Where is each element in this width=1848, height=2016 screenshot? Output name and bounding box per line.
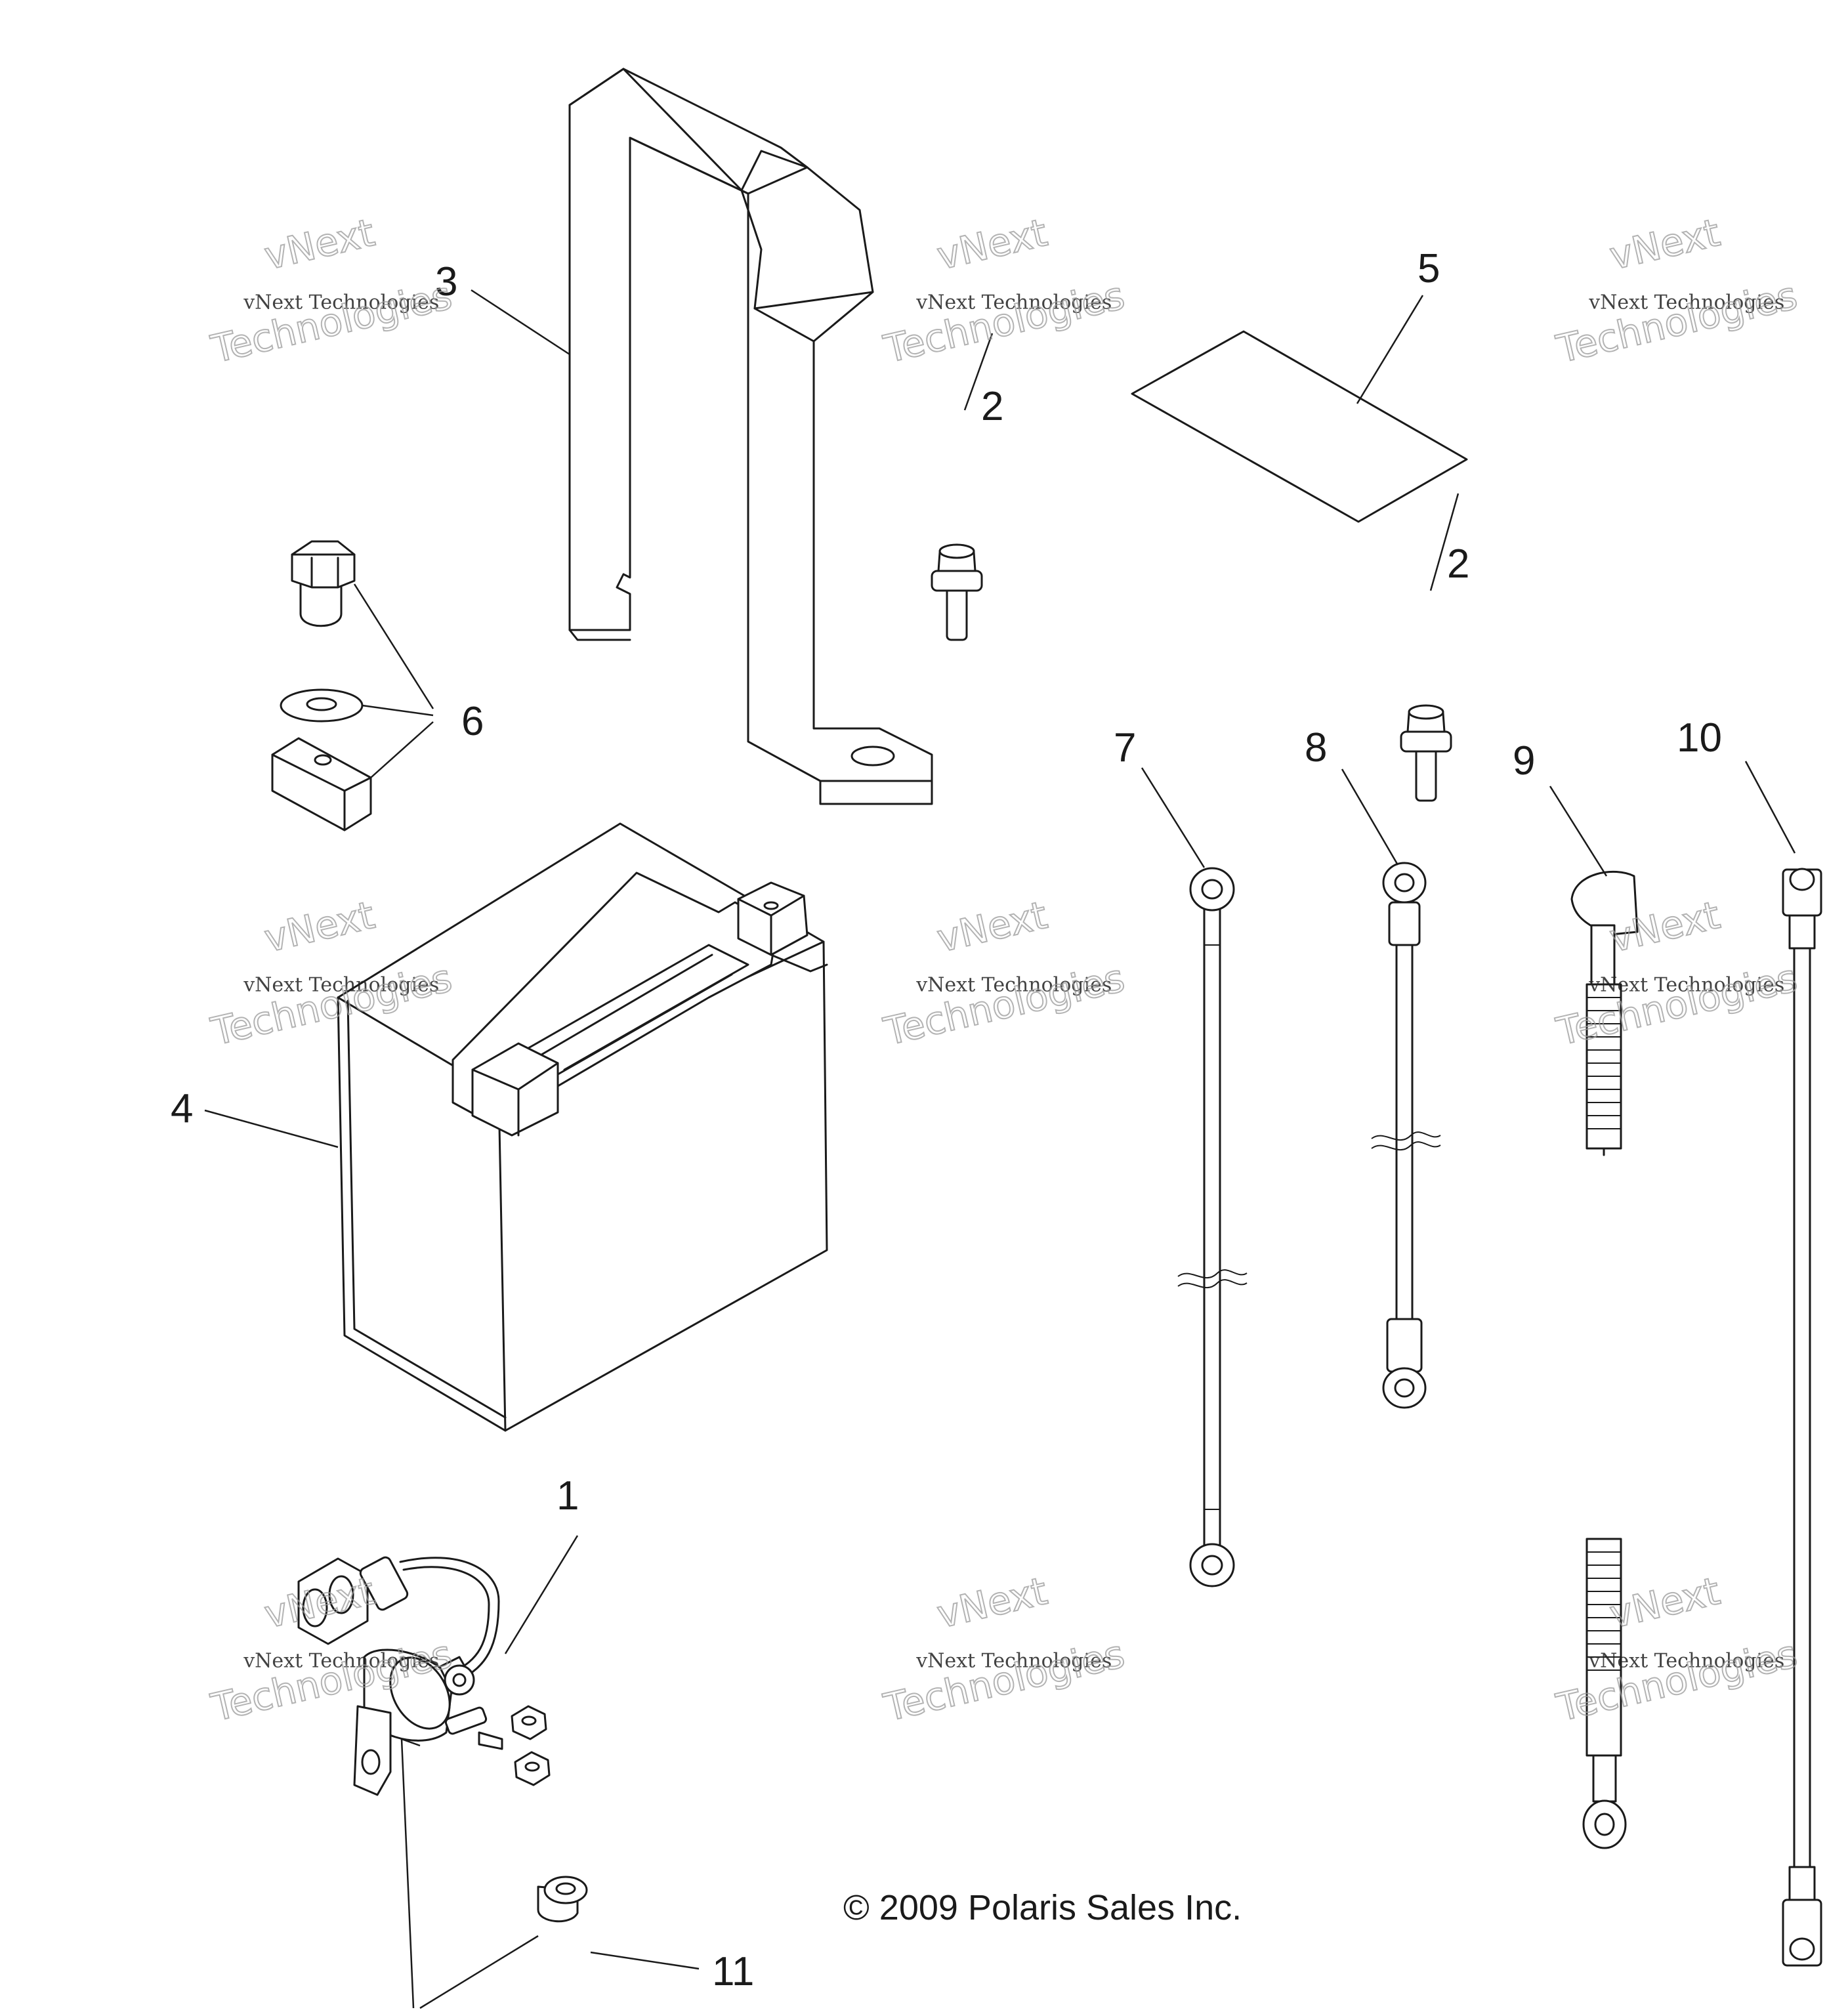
part-1-solenoid [297, 1556, 551, 1796]
callout-3: 3 [435, 259, 457, 304]
part-1-nut-lower [514, 1751, 551, 1786]
part-4-battery [337, 822, 828, 1432]
callout-8: 8 [1305, 725, 1327, 770]
svg-text:vNext Technologies: vNext Technologies [1588, 974, 1784, 997]
callout-7: 7 [1114, 725, 1136, 770]
svg-text:Technologies: Technologies [207, 273, 455, 371]
part-2-bolt-lower [1400, 704, 1452, 802]
watermark-top-left: vNext vNext Technologies Technologies [206, 209, 456, 372]
part-6-hardware [271, 540, 372, 831]
svg-text:Technologies: Technologies [879, 273, 1128, 371]
svg-text:vNext Technologies: vNext Technologies [1588, 291, 1784, 314]
svg-text:vNext: vNext [933, 210, 1051, 278]
svg-text:vNext: vNext [261, 210, 379, 278]
copyright-text: © 2009 Polaris Sales Inc. [843, 1888, 1242, 1927]
part-11-screw [537, 1876, 588, 1923]
part-5-decal [1131, 330, 1468, 523]
svg-text:vNext Technologies: vNext Technologies [243, 291, 439, 314]
watermark-bottom-center: vNext vNext Technologies Technologies [879, 1568, 1129, 1731]
part-2-bolt-upper [931, 543, 983, 641]
svg-text:vNext: vNext [261, 892, 379, 961]
part-3-battery-strap [568, 68, 933, 805]
svg-text:vNext Technologies: vNext Technologies [915, 974, 1112, 997]
callout-11: 11 [712, 1949, 754, 1994]
callout-numbers: 3 5 2 2 6 7 8 9 10 4 1 11 [171, 246, 1722, 1994]
part-9-cable [1570, 871, 1639, 1849]
svg-text:vNext: vNext [933, 1568, 1051, 1637]
svg-text:vNext Technologies: vNext Technologies [243, 974, 439, 997]
svg-text:Technologies: Technologies [879, 956, 1128, 1054]
svg-text:vNext Technologies: vNext Technologies [915, 1650, 1112, 1673]
svg-text:vNext: vNext [1606, 210, 1724, 278]
callout-10: 10 [1677, 715, 1722, 761]
leader-lines [204, 289, 1796, 2009]
watermark-top-right: vNext vNext Technologies Technologies [1551, 209, 1801, 372]
svg-text:vNext Technologies: vNext Technologies [243, 1650, 439, 1673]
watermark-middle-center: vNext vNext Technologies Technologies [879, 892, 1129, 1055]
part-8-cable [1371, 862, 1441, 1409]
watermark-top-center: vNext vNext Technologies Technologies [879, 209, 1129, 372]
part-7-cable [1177, 867, 1248, 1587]
svg-text:Technologies: Technologies [1552, 956, 1801, 1054]
callout-4: 4 [171, 1086, 193, 1131]
svg-text:vNext: vNext [933, 892, 1051, 961]
callout-2-lower: 2 [1447, 541, 1469, 587]
watermark-bottom-right: vNext vNext Technologies Technologies [1551, 1568, 1801, 1731]
callout-2-upper: 2 [981, 384, 1003, 429]
svg-text:vNext Technologies: vNext Technologies [915, 291, 1112, 314]
svg-text:vNext: vNext [1606, 1568, 1724, 1637]
svg-text:Technologies: Technologies [879, 1631, 1128, 1730]
callout-5: 5 [1418, 246, 1440, 291]
part-1-nut-upper [511, 1705, 547, 1740]
callout-9: 9 [1513, 738, 1535, 784]
callout-6: 6 [461, 699, 484, 744]
part-10-cable [1782, 868, 1822, 1967]
svg-text:vNext Technologies: vNext Technologies [1588, 1650, 1784, 1673]
callout-1: 1 [556, 1473, 579, 1519]
svg-text:Technologies: Technologies [1552, 273, 1801, 371]
